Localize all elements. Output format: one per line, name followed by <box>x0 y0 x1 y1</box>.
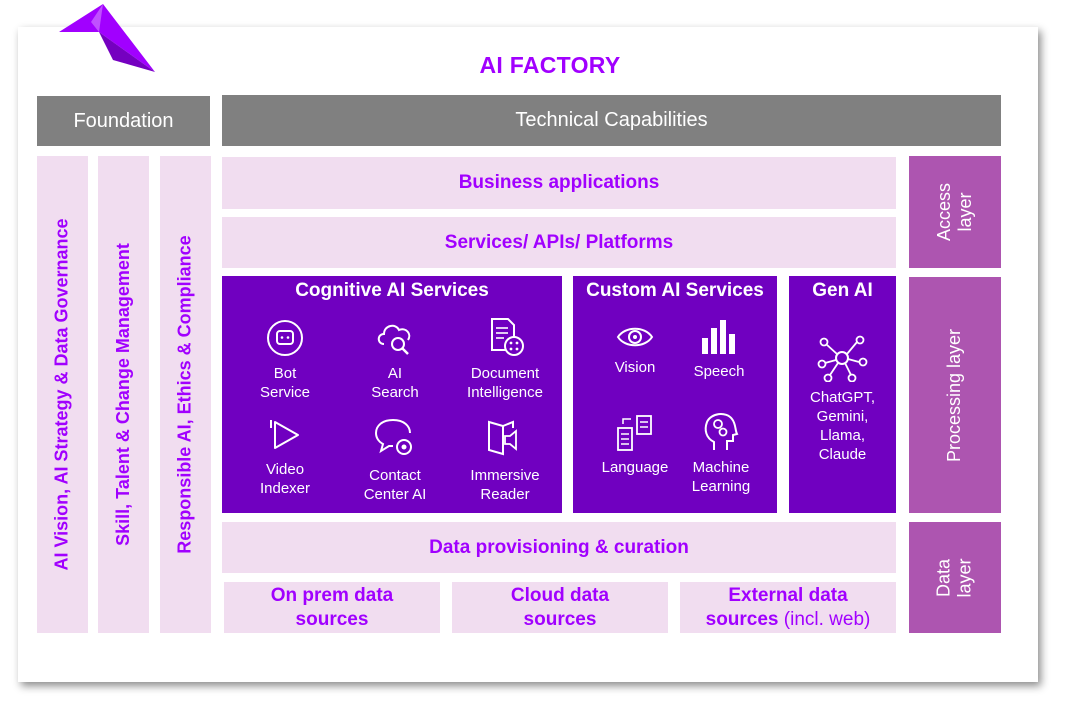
business-applications-band: Business applications <box>222 157 896 209</box>
processing-layer-label: Processing layer <box>944 328 965 462</box>
book-audio-icon <box>488 420 517 456</box>
contact-center-ai-item: Contact Center AI <box>340 416 450 504</box>
item-label: Vision <box>614 359 656 376</box>
ai-search-item: AI Search <box>340 316 450 402</box>
play-icon <box>270 420 299 449</box>
chat-gear-icon <box>374 419 412 455</box>
item-label: Immersive Reader <box>470 467 540 503</box>
cognitive-heading: Cognitive AI Services <box>295 280 489 301</box>
item-label: Machine Learning <box>691 459 751 495</box>
access-layer-label: Access layer <box>934 182 975 242</box>
access-layer: Access layer <box>909 156 1001 268</box>
item-label: Document Intelligence <box>467 365 543 401</box>
machine-learning-item: Machine Learning <box>666 410 776 496</box>
bot-service-item: Bot Service <box>230 318 340 402</box>
speech-item: Speech <box>664 318 774 381</box>
video-indexer-item: Video Indexer <box>230 416 340 498</box>
immersive-reader-item: Immersive Reader <box>450 416 560 504</box>
document-icon <box>491 318 524 356</box>
cloud-sources-box: Cloud data sources <box>452 582 668 633</box>
pillar-label: Skill, Talent & Change Management <box>113 243 134 546</box>
custom-ai-services-box: Custom AI Services Vision Speech La <box>573 276 777 513</box>
eye-icon <box>616 327 654 347</box>
data-provisioning-band: Data provisioning & curation <box>222 522 896 573</box>
translate-icon <box>617 415 652 451</box>
language-item: Language <box>580 414 690 477</box>
item-label: Bot Service <box>259 365 311 401</box>
on-prem-sources-box: On prem data sources <box>224 582 440 633</box>
pillar-ai-vision: AI Vision, AI Strategy & Data Governance <box>37 156 88 633</box>
head-gears-icon <box>704 413 739 450</box>
sound-bars-icon <box>702 320 735 354</box>
data-layer: Data layer <box>909 522 1001 633</box>
bot-icon <box>267 320 303 356</box>
gen-ai-box: Gen AI ChatGPT, Gemini, Llama, Claude <box>789 276 896 513</box>
technical-capabilities-header: Technical Capabilities <box>222 95 1001 146</box>
data-layer-label: Data layer <box>933 557 975 598</box>
item-label: Contact Center AI <box>363 467 427 503</box>
page-title: AI FACTORY <box>479 52 621 78</box>
genai-models: ChatGPT, Gemini, Llama, Claude <box>809 389 876 463</box>
genai-heading: Gen AI <box>812 280 873 301</box>
vision-item: Vision <box>580 322 690 377</box>
processing-layer: Processing layer <box>909 277 1001 513</box>
services-apis-band: Services/ APIs/ Platforms <box>222 217 896 268</box>
document-intelligence-item: Document Intelligence <box>450 316 560 402</box>
item-label: Language <box>601 459 669 476</box>
cognitive-ai-services-box: Cognitive AI Services Bot Service AI Sea… <box>222 276 562 513</box>
external-sources-note: (incl. web) <box>778 608 871 630</box>
brand-logo <box>59 4 155 72</box>
pillar-label: Responsible AI, Ethics & Compliance <box>175 235 195 554</box>
pillar-skill-talent: Skill, Talent & Change Management <box>98 156 149 633</box>
external-sources-box: External data sources (incl. web) <box>680 582 896 633</box>
external-sources-label: External data sources <box>705 584 848 630</box>
pillar-responsible-ai: Responsible AI, Ethics & Compliance <box>160 156 211 633</box>
item-label: Video Indexer <box>259 461 311 497</box>
item-label: AI Search <box>371 365 419 401</box>
item-label: Speech <box>693 363 745 380</box>
custom-heading: Custom AI Services <box>586 280 764 301</box>
network-icon <box>817 335 868 382</box>
cloud-search-icon <box>377 324 411 355</box>
foundation-header: Foundation <box>37 96 210 146</box>
pillar-label: AI Vision, AI Strategy & Data Governance <box>52 218 73 571</box>
